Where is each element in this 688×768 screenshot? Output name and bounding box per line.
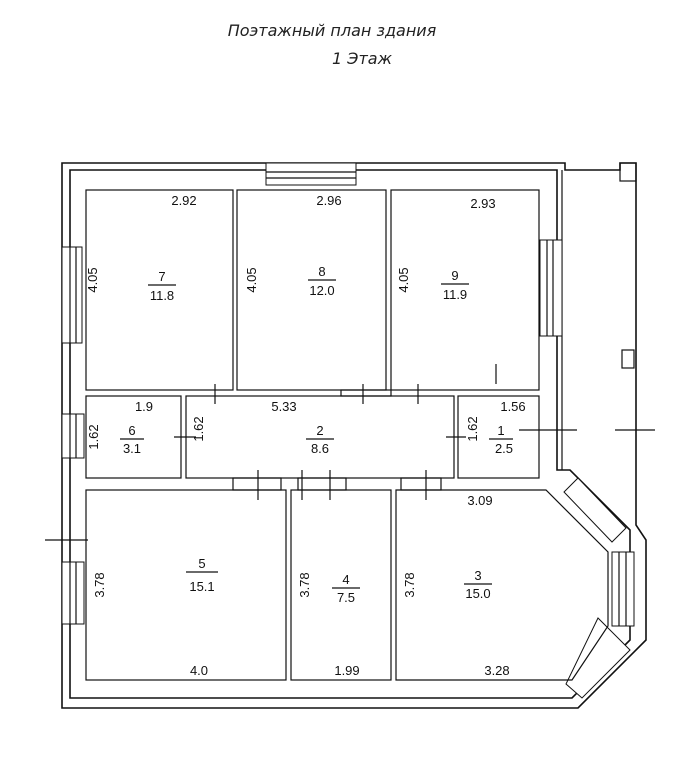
room-9-outline xyxy=(390,189,540,391)
room-9-width: 2.93 xyxy=(470,196,495,211)
room-3-width: 3.28 xyxy=(484,663,509,678)
room-3-height: 3.78 xyxy=(402,572,417,597)
room-2-area: 8.6 xyxy=(311,441,329,456)
room-4-area: 7.5 xyxy=(337,590,355,605)
room-8-height: 4.05 xyxy=(244,267,259,292)
room-1-number: 1 xyxy=(497,423,504,438)
window-west-room7 xyxy=(61,246,83,344)
room-6-area: 3.1 xyxy=(123,441,141,456)
window-bay-ne xyxy=(563,477,627,543)
floor-label: 1 Этаж xyxy=(332,49,393,68)
room-outlines xyxy=(85,189,609,681)
door-marks xyxy=(45,364,655,541)
room-3-number: 3 xyxy=(474,568,481,583)
window-north-room8 xyxy=(265,162,357,186)
room-7-width: 2.92 xyxy=(171,193,196,208)
window-bay-se xyxy=(565,617,631,699)
window-west-room6 xyxy=(61,413,85,459)
windows xyxy=(61,162,635,699)
room-9-number: 9 xyxy=(451,268,458,283)
room-5-area: 15.1 xyxy=(189,579,214,594)
room-4-number: 4 xyxy=(342,572,349,587)
room-8-outline xyxy=(236,189,387,391)
room-7-height: 4.05 xyxy=(85,267,100,292)
room-5-width: 4.0 xyxy=(190,663,208,678)
room-6-height: 1.62 xyxy=(86,424,101,449)
room-7-area: 11.8 xyxy=(150,288,174,303)
room-2-number: 2 xyxy=(316,423,323,438)
plan-title: Поэтажный план здания xyxy=(228,21,437,40)
room-5-outline xyxy=(85,489,287,681)
room-1-height: 1.62 xyxy=(465,416,480,441)
room-8-number: 8 xyxy=(318,264,325,279)
room-9-height: 4.05 xyxy=(396,267,411,292)
room-7-outline xyxy=(85,189,234,391)
room-5-number: 5 xyxy=(198,556,205,571)
room-9-area: 11.9 xyxy=(443,287,467,302)
room-3-area: 15.0 xyxy=(465,586,490,601)
room-4-width: 1.99 xyxy=(334,663,359,678)
room-4-height: 3.78 xyxy=(297,572,312,597)
window-west-room5 xyxy=(61,561,85,625)
window-bay-east xyxy=(611,551,635,627)
window-east-room9 xyxy=(539,239,563,337)
room-7-number: 7 xyxy=(158,269,165,284)
room-1-width: 1.56 xyxy=(500,399,525,414)
room-1-area: 2.5 xyxy=(495,441,513,456)
room-5-height: 3.78 xyxy=(92,572,107,597)
room-2-width: 5.33 xyxy=(271,399,296,414)
room-6-width: 1.9 xyxy=(135,399,153,414)
room-8-area: 12.0 xyxy=(309,283,334,298)
room-3-outline xyxy=(395,489,609,681)
room-8-width: 2.96 xyxy=(316,193,341,208)
room-3-top-width: 3.09 xyxy=(467,493,492,508)
room-2-height: 1.62 xyxy=(191,416,206,441)
room-6-number: 6 xyxy=(128,423,135,438)
